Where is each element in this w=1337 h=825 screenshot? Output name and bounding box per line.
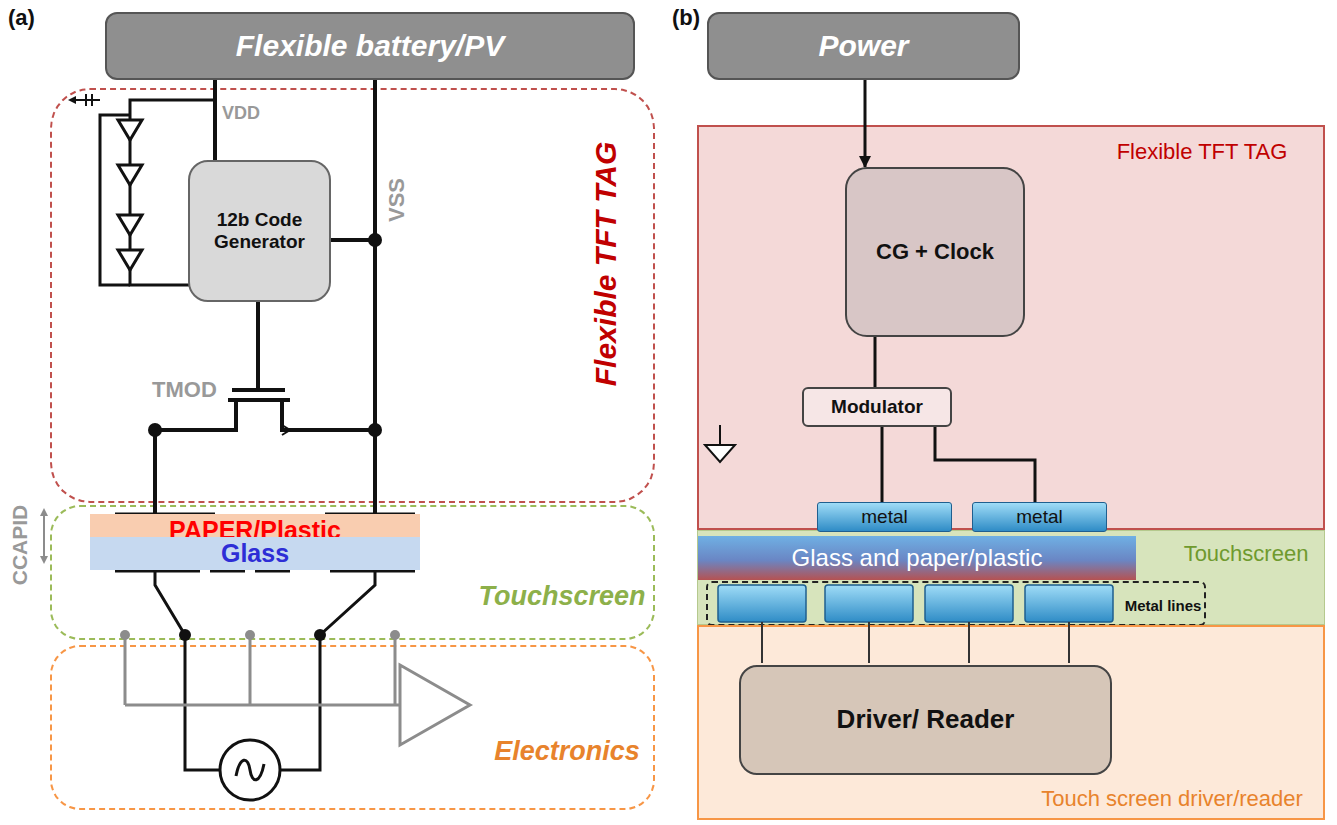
- box-text: Modulator: [827, 396, 927, 418]
- reader-amplifier: [400, 665, 470, 745]
- modulation-transistor: [256, 300, 260, 390]
- box-text: metal: [857, 506, 911, 528]
- ac-source: [220, 740, 280, 800]
- box-text: Glass and paper/plastic: [788, 544, 1047, 572]
- ring-oscillator: [130, 100, 215, 285]
- ring-oscillator: [86, 94, 92, 106]
- electrode-dot: [390, 630, 400, 640]
- code-generator-box: CG + Clock: [845, 167, 1025, 337]
- electrode-wires: [185, 635, 220, 770]
- touchscreen-electrode: [925, 585, 1013, 622]
- region-label: Flexible TFT TAG: [589, 142, 622, 386]
- region-label: Touchscreen: [478, 582, 645, 612]
- electrode-dot: [179, 629, 191, 641]
- junction-dot: [368, 423, 382, 437]
- region-label: Touch screen driver/reader: [1041, 787, 1303, 811]
- modulation-transistor: [282, 425, 290, 435]
- vss-wire: [325, 80, 375, 516]
- power-source-box: Flexible battery/PV: [105, 12, 635, 80]
- electrode-dot: [120, 630, 130, 640]
- glass-paper-layer: Glass and paper/plastic: [698, 536, 1136, 580]
- box-text: Driver/ Reader: [833, 705, 1019, 735]
- modulation-transistor: [282, 400, 375, 430]
- ring-oscillator: [72, 94, 215, 285]
- junction-dot: [148, 423, 162, 437]
- metal-electrode: metal: [817, 502, 952, 532]
- box-text: Power: [814, 29, 912, 64]
- touchscreen-electrode: [718, 585, 806, 622]
- region-label: Flexible TFT TAG: [1117, 140, 1288, 164]
- touchscreen-electrode: [1025, 585, 1113, 622]
- modulation-transistor: [153, 430, 157, 516]
- modulation-transistor: [155, 300, 375, 516]
- reader-amplifier: [125, 635, 400, 705]
- ground-symbol: [719, 425, 721, 445]
- tag-region: Flexible TFT TAG 12b Code Generator: [50, 88, 655, 503]
- capacitance-label: CCAPID: [8, 505, 31, 586]
- connector: [935, 427, 1035, 502]
- power-box: Power: [707, 12, 1020, 80]
- region-label: Electronics: [494, 737, 640, 767]
- connector: [874, 337, 877, 387]
- capacitor-plates: [115, 513, 415, 518]
- supply-pin-label: VDD: [222, 104, 260, 124]
- region-label: Touchscreen: [1184, 542, 1309, 566]
- electrode-wires: [320, 570, 375, 635]
- box-text: Flexible battery/PV: [232, 29, 508, 64]
- ring-oscillator: [118, 120, 142, 140]
- electrode-dot: [314, 629, 326, 641]
- reader-wire: [762, 622, 1069, 663]
- electrode-wires: [155, 570, 375, 770]
- driver-region: Touch screen driver/reader Driver/ Reader: [697, 625, 1325, 820]
- panel-label: (a): [8, 6, 35, 30]
- supply-pin-label: VSS: [385, 178, 409, 222]
- ground-symbol: [705, 425, 735, 462]
- modulator-box: Modulator: [802, 387, 952, 427]
- driver-reader-box: Driver/ Reader: [739, 665, 1112, 775]
- modulation-transistor: [232, 388, 285, 392]
- panel-label: (b): [672, 6, 700, 30]
- connector: [881, 427, 884, 502]
- code-generator-box: 12b Code Generator: [188, 160, 331, 302]
- connector: [864, 80, 867, 167]
- electrode-wires: [155, 570, 185, 635]
- ring-oscillator: [118, 215, 142, 235]
- region-label: Metal lines: [1125, 598, 1202, 615]
- box-text: CG + Clock: [872, 239, 998, 264]
- ring-oscillator: [118, 250, 142, 270]
- capacitance-arrow: [43, 512, 45, 560]
- vss-wire: [325, 238, 375, 242]
- electrode-dot: [120, 629, 400, 641]
- glass-layer: Glass: [90, 537, 420, 570]
- box-text: 12b Code Generator: [190, 209, 329, 253]
- ring-oscillator: [118, 165, 142, 185]
- ac-source: [236, 760, 264, 780]
- electrode-dot: [245, 630, 255, 640]
- capacitor-plates: [115, 515, 415, 570]
- junction-dot: [368, 233, 382, 247]
- electrode-wires: [280, 635, 320, 770]
- box-text: metal: [1012, 506, 1066, 528]
- touchscreen-electrode: [825, 585, 913, 622]
- transistor-label: TMOD: [152, 378, 217, 402]
- junction-dot: [148, 233, 382, 437]
- reader-wire: [762, 622, 1069, 663]
- ground-symbol: [705, 445, 735, 462]
- tag-region: Flexible TFT TAG CG + ClockModulator metal…: [697, 125, 1325, 530]
- modulation-transistor: [155, 400, 236, 430]
- touchscreen-electrode: [718, 585, 1113, 622]
- metal-electrode: metal: [972, 502, 1107, 532]
- ac-source: [220, 740, 280, 800]
- reader-amplifier: [125, 635, 470, 745]
- box-text: Glass: [217, 539, 293, 568]
- connector: [213, 80, 217, 160]
- capacitor-plates: [115, 568, 415, 573]
- vss-wire: [373, 80, 377, 516]
- electronics-region: Electronics: [50, 645, 655, 810]
